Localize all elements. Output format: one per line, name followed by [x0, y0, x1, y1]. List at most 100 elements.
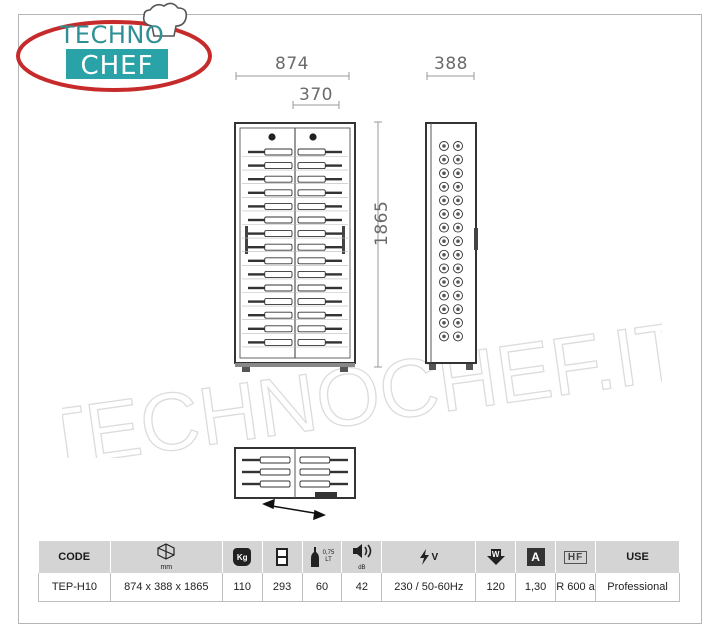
door-swing-arrow-icon: [262, 498, 326, 521]
dimensions-icon: [157, 543, 175, 560]
header-noise-unit: dB: [358, 565, 366, 571]
side-bottle-cap: [456, 321, 460, 325]
front-bottle-right-body: [297, 148, 326, 156]
value-power: 120: [475, 573, 517, 602]
front-bottle-right-body: [297, 216, 326, 224]
value-noise: 42: [341, 573, 383, 602]
header-volume: [262, 541, 303, 573]
side-bottle-cap: [456, 225, 460, 230]
value-use: Professional: [595, 573, 680, 602]
side-handle: [474, 228, 478, 250]
side-bottle-cap: [456, 293, 460, 298]
top-compressor: [315, 492, 337, 497]
header-use: USE: [595, 541, 680, 573]
top-bottle-left-body: [259, 480, 291, 488]
value-size: 874 x 388 x 1865: [110, 573, 223, 602]
side-bottle-cap: [456, 198, 460, 203]
side-bottle-cap: [442, 225, 446, 230]
dimension-depth-label: 388: [434, 54, 468, 74]
side-bottle-cap: [456, 212, 460, 216]
side-bottle-cap: [442, 293, 446, 298]
front-bottle-left-neck: [248, 327, 265, 330]
front-bottle-left-body: [264, 338, 293, 346]
side-bottle-cap: [456, 280, 460, 284]
front-bottle-right-body: [297, 175, 326, 183]
front-bottle-left-neck: [248, 246, 265, 249]
header-power: W: [475, 541, 517, 573]
front-bottle-right-body: [297, 257, 326, 265]
front-bottle-left-body: [264, 148, 293, 156]
brand-logo: TECHNO CHEF: [16, 2, 212, 92]
cabinet-base: [235, 363, 355, 367]
front-bottle-right-body: [297, 338, 326, 346]
front-bottle-right-neck: [325, 341, 342, 344]
front-bottle-left-body: [264, 243, 293, 251]
header-noise: dB: [341, 541, 383, 573]
header-gas: HF: [555, 541, 597, 573]
top-bottle-right-body: [299, 456, 331, 464]
logo-band: [66, 49, 168, 79]
top-bottle-left-neck: [242, 458, 261, 462]
top-bottle-right-body: [299, 480, 331, 488]
side-bottle-cap: [456, 307, 460, 311]
bottle-icon: [310, 547, 319, 567]
top-bottle-left-body: [259, 468, 291, 476]
top-bottle-left-neck: [242, 470, 261, 474]
front-bottle-left-body: [264, 311, 293, 319]
front-bottle-left-neck: [248, 205, 265, 208]
top-view-drawing: [234, 447, 356, 521]
front-bottle-left-body: [264, 270, 293, 278]
front-bottle-left-neck: [248, 300, 265, 303]
front-bottle-left-body: [264, 284, 293, 292]
spec-table-values-row: TEP-H10 874 x 388 x 1865 110 293 60 42 2…: [38, 573, 680, 602]
value-code: TEP-H10: [38, 573, 111, 602]
front-bottle-left-body: [264, 257, 293, 265]
spec-table-header-row: CODE mm Kg 0,7: [38, 541, 680, 573]
side-bottle-cap: [456, 253, 460, 257]
front-bottle-right-neck: [325, 300, 342, 303]
front-bottle-right-neck: [325, 178, 342, 181]
side-bottle-cap: [456, 239, 460, 243]
side-bottle-cap: [442, 185, 446, 189]
dimension-inner-width-label: 370: [299, 85, 333, 105]
side-outline: [425, 122, 477, 364]
top-bottle-right-neck: [329, 470, 348, 474]
side-bottle-cap: [442, 198, 446, 203]
front-bottle-left-body: [264, 202, 293, 210]
header-dimensions-unit: mm: [160, 564, 173, 571]
chef-hat-icon: [142, 2, 188, 37]
front-bottle-right-neck: [325, 286, 342, 290]
side-bottle-cap: [442, 157, 446, 162]
front-bottle-left-neck: [248, 150, 265, 154]
front-bottle-right-neck: [325, 232, 342, 235]
value-bottles: 60: [302, 573, 343, 602]
hf-gas-label: HF: [563, 550, 588, 564]
front-bottle-left-neck: [248, 218, 265, 222]
top-bottle-right-neck: [329, 482, 348, 486]
front-bottle-right-body: [297, 270, 326, 278]
front-bottle-left-neck: [248, 286, 265, 290]
weight-icon: Kg: [233, 548, 252, 566]
front-view-drawing: [234, 122, 356, 372]
front-bottle-left-body: [264, 230, 293, 238]
front-bottle-right-neck: [325, 150, 342, 154]
front-bottle-right-neck: [325, 246, 342, 249]
dimension-width-label: 874: [275, 54, 309, 74]
value-volume: 293: [262, 573, 303, 602]
logo-swoosh: [16, 20, 212, 92]
right-fan-icon: [309, 133, 317, 141]
front-bottle-right-body: [297, 298, 326, 306]
front-bottle-right-body: [297, 230, 326, 238]
front-bottle-right-body: [297, 243, 326, 251]
value-gas: R 600 a: [555, 573, 597, 602]
side-bottle-cap: [456, 185, 460, 189]
power-arrow-icon: W: [486, 548, 506, 566]
front-bottle-right-body: [297, 162, 326, 170]
side-bottle-cap: [442, 253, 446, 257]
side-bottle-ends: [439, 141, 463, 342]
front-bottle-right-neck: [325, 205, 342, 208]
foot-right: [340, 367, 348, 372]
volume-icon: [276, 548, 289, 566]
top-bottle-right-body: [299, 468, 331, 476]
dimension-height-label: 1865: [372, 200, 392, 246]
